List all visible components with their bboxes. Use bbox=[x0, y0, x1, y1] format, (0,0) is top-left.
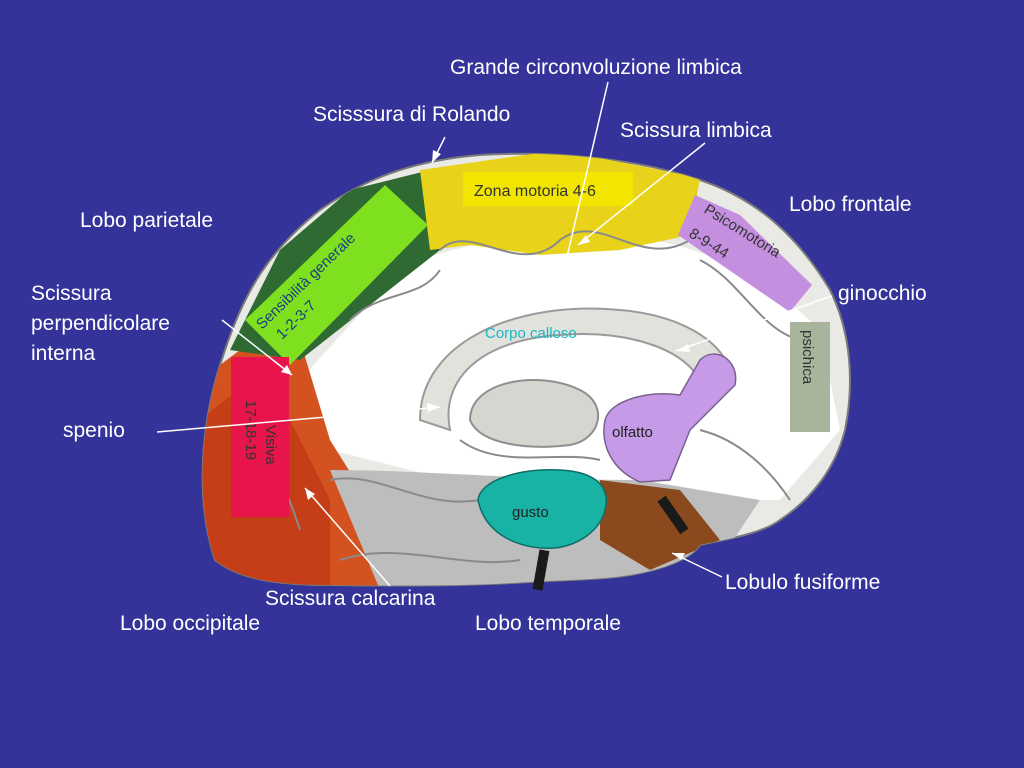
label-lobo-temporale: Lobo temporale bbox=[475, 612, 621, 635]
psichica-band bbox=[790, 322, 830, 432]
white-medial-region bbox=[300, 236, 840, 500]
corpo-calloso-label: Corpo calloso bbox=[485, 325, 577, 342]
olfatto-label: olfatto bbox=[612, 424, 653, 441]
label-scissura-perpendicolare-1: Scissura bbox=[31, 282, 112, 305]
visiva-label-1: Visiva bbox=[262, 425, 279, 465]
olfatto-shape bbox=[603, 353, 737, 483]
fissure-mark-2 bbox=[657, 495, 689, 535]
label-scissura-perpendicolare-3: interna bbox=[31, 342, 96, 365]
psichica-label: psichica bbox=[799, 330, 816, 385]
pointer-arrowheads bbox=[281, 150, 690, 560]
label-spenio: spenio bbox=[63, 419, 125, 442]
label-grande-circonvoluzione-limbica: Grande circonvoluzione limbica bbox=[450, 56, 742, 79]
psicomotoria-band bbox=[678, 195, 812, 312]
label-ginocchio: ginocchio bbox=[838, 282, 927, 305]
gusto-shape bbox=[477, 469, 607, 549]
label-lobulo-fusiforme: Lobulo fusiforme bbox=[725, 571, 881, 594]
label-lobo-occipitale: Lobo occipitale bbox=[120, 612, 261, 635]
label-lobo-frontale: Lobo frontale bbox=[789, 193, 912, 216]
thalamus-shape bbox=[468, 379, 599, 448]
sensibilita-band bbox=[245, 185, 428, 365]
gusto-label: gusto bbox=[512, 504, 549, 521]
visiva-label-2: 17-18-19 bbox=[242, 400, 259, 460]
brown-lower-region bbox=[600, 480, 720, 570]
visiva-band bbox=[231, 357, 289, 517]
label-scissura-rolando: Scisssura di Rolando bbox=[313, 103, 511, 126]
label-scissura-calcarina: Scissura calcarina bbox=[265, 587, 436, 610]
label-lobo-parietale: Lobo parietale bbox=[80, 209, 214, 232]
fissure-mark-1 bbox=[532, 549, 550, 591]
motor-zone-label: Zona motoria 4-6 bbox=[474, 183, 596, 200]
label-scissura-perpendicolare-2: perpendicolare bbox=[31, 312, 170, 335]
label-scissura-limbica: Scissura limbica bbox=[620, 119, 772, 142]
motor-zone-box bbox=[463, 172, 633, 206]
